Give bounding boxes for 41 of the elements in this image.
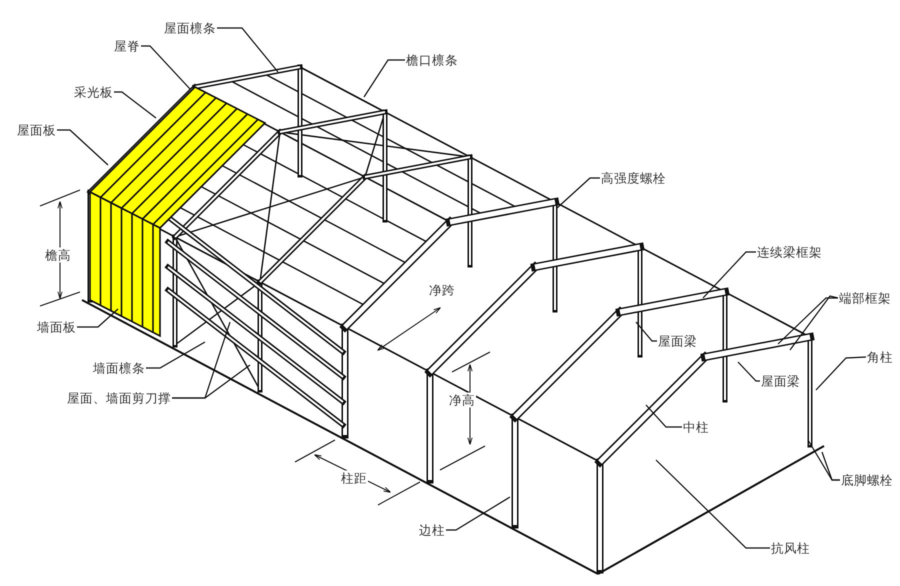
dimension-label: 净跨: [428, 282, 456, 298]
leader-line: [636, 322, 657, 342]
leader-line: [141, 45, 190, 90]
leader-line: [114, 91, 156, 118]
leader-line: [77, 308, 118, 328]
callout-label: 底脚螺栓: [840, 472, 894, 488]
callout-label: 端部框架: [838, 290, 892, 306]
callout-label: 角柱: [866, 350, 894, 364]
leader-line: [738, 362, 760, 382]
leader-line: [816, 356, 866, 390]
callout-label: 墙面檩条: [92, 360, 146, 376]
callout-label: 高强度螺栓: [600, 170, 667, 186]
callout-label: 屋面檩条: [163, 20, 217, 36]
callout-label: 墙面板: [36, 320, 77, 334]
leader-line: [646, 404, 682, 428]
leader-line: [172, 364, 250, 399]
callout-label: 中柱: [682, 420, 710, 434]
leader-line: [556, 177, 600, 208]
leader-line: [790, 295, 838, 350]
leader-line: [778, 297, 838, 344]
callout-label: 屋面板: [16, 122, 57, 138]
leader-line: [446, 496, 510, 531]
dimension-label: 净高: [448, 392, 476, 408]
leader-line: [57, 129, 108, 166]
callout-label: 屋面梁: [657, 334, 698, 348]
callout-label: 抗风柱: [770, 540, 811, 556]
leader-line: [656, 460, 770, 549]
callout-label: 连续梁框架: [756, 244, 823, 260]
callout-label: 边柱: [418, 522, 446, 538]
callout-label: 屋面梁: [760, 374, 801, 388]
leader-line: [364, 59, 405, 98]
callout-label: 屋脊: [113, 38, 141, 54]
callout-label: 屋面、墙面剪刀撑: [66, 390, 172, 406]
callout-label: 檐口檩条: [405, 52, 459, 68]
leader-line: [702, 251, 756, 298]
dimension-label: 檐高: [44, 248, 72, 262]
leader-line: [146, 341, 206, 369]
leader-line: [217, 27, 278, 72]
leader-line: [821, 452, 840, 481]
dimension-label: 柱距: [340, 470, 368, 486]
callout-label: 采光板: [73, 84, 114, 100]
